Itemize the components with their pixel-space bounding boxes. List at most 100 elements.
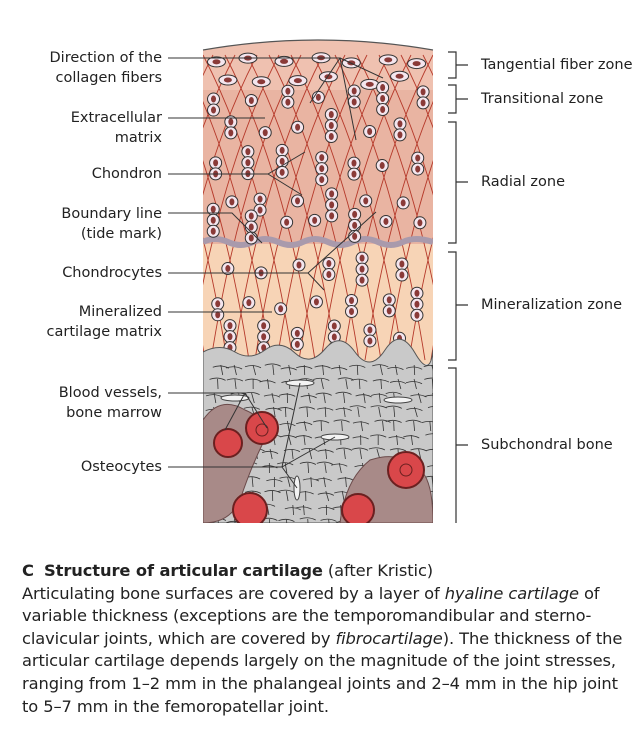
chondrocyte-nucleus [351,159,357,167]
bone-lamella [284,504,301,516]
chondrocyte-nucleus [386,307,392,315]
chondrocyte-nucleus [257,79,266,85]
chondrocyte-nucleus [279,168,285,176]
bone-lamella [266,476,283,488]
zone-subchondral-bone: Subchondral bone [481,437,613,453]
chondrocyte-nucleus [278,305,284,313]
label-line: collagen fibers [55,70,162,86]
chondrocyte-nucleus [229,198,235,206]
chondrocyte-nucleus [331,322,337,330]
chondrocyte-nucleus [329,201,335,209]
chondrocyte-nucleus [414,300,420,308]
bone-lamella [318,504,335,516]
bone-lamella [370,405,387,418]
bone-lamella [226,518,243,523]
bone-lamella [374,419,391,432]
label-blood-vessels: Blood vessels, bone marrow [59,383,162,423]
bone-lamella [295,434,313,446]
chondrocyte-nucleus [395,73,404,79]
zone-brackets [448,51,468,523]
chondrocyte-nucleus [328,121,334,129]
caption-source: (after Kristic) [327,561,434,580]
label-line: cartilage matrix [46,324,162,340]
bone-lamella [337,377,354,390]
label-line: bone marrow [66,405,162,421]
label-osteocytes: Osteocytes [81,457,162,477]
chondrocyte-nucleus [420,88,426,96]
chondrocyte-nucleus [248,97,254,105]
collagen-fiber [224,54,316,361]
label-line: Boundary line [61,206,162,222]
figure-caption: C Structure of articular cartilage (afte… [22,560,632,718]
chondrocyte-nucleus [367,127,373,135]
bone-lamella [372,378,390,390]
bone-lamella [331,364,348,376]
label-line: Extracellular [70,110,162,126]
label-collagen-fiber-direction: Direction of the collagen fibers [50,48,163,88]
label-line: Osteocytes [80,459,162,475]
chondrocyte-nucleus [211,95,217,103]
caption-text: of variable thickness (exceptions are th… [22,583,600,648]
bone-lamella [424,392,433,404]
bone-lamella [299,461,317,474]
bone-lamella [317,406,334,418]
chondrocyte-nucleus [352,210,358,218]
chondrocyte-nucleus [261,333,267,341]
chondrocyte-nucleus [319,154,325,162]
chondrocyte-nucleus [349,297,355,305]
chondrocyte-nucleus [367,337,373,345]
bone-lamella [314,364,331,376]
collagen-fiber [320,54,412,361]
chondrocyte-nucleus [227,322,233,330]
bone-lamella [410,448,427,460]
chondrocyte-nucleus [380,95,386,103]
bone-lamella [261,448,279,460]
chondrocyte-nucleus [279,157,285,165]
bone-lamella [349,405,366,418]
label-line: Direction of the [49,50,163,66]
bone-lamella [264,490,281,502]
bone-lamella [372,364,389,376]
chondrocyte-nucleus [246,299,252,307]
label-extracellular-matrix: Extracellular matrix [71,108,162,148]
bone-lamella [300,392,317,404]
chondrocyte-nucleus [215,300,221,308]
bone-lamella [320,518,337,523]
chondrocyte-nucleus [284,218,290,226]
chondrocyte-nucleus [215,311,221,319]
bone-lamella [406,406,423,418]
chondrocyte-nucleus [228,129,234,137]
chondrocyte-nucleus [213,159,219,167]
bone-lamella [244,364,262,376]
label-line: matrix [114,130,162,146]
chondrocyte-nucleus [227,333,233,341]
bone-lamella [405,419,422,432]
chondrocyte-nucleus [352,232,358,240]
chondrocyte-nucleus [397,131,403,139]
chondrocyte-nucleus [383,217,389,225]
chondrocyte-nucleus [262,129,268,137]
bone-lamella [425,448,433,460]
label-chondron: Chondron [92,164,162,184]
label-line: Blood vessels, [58,385,162,401]
bone-lamella [355,392,372,404]
chondrocyte-nucleus [210,227,216,235]
chondrocyte-nucleus [319,165,325,173]
chondrocytes [206,52,430,355]
chondrocyte-nucleus [367,326,373,334]
bone-lamella [317,448,334,460]
chondrocyte-nucleus [211,106,217,114]
bone-lamella [427,406,433,418]
bone-lamella [279,420,296,432]
bone-lamella [312,420,330,432]
collagen-fiber [203,54,258,361]
chondrocyte-nucleus [359,265,365,273]
bone-lamella [333,419,350,432]
caption-text: Articulating bone surfaces are covered b… [22,583,445,603]
bone-lamella [335,447,353,460]
bone-lamella [278,489,295,502]
bone-lamella [335,406,352,418]
bone-lamella [279,476,296,488]
chondrocyte-nucleus [400,199,406,207]
bone-lamella [351,447,369,460]
